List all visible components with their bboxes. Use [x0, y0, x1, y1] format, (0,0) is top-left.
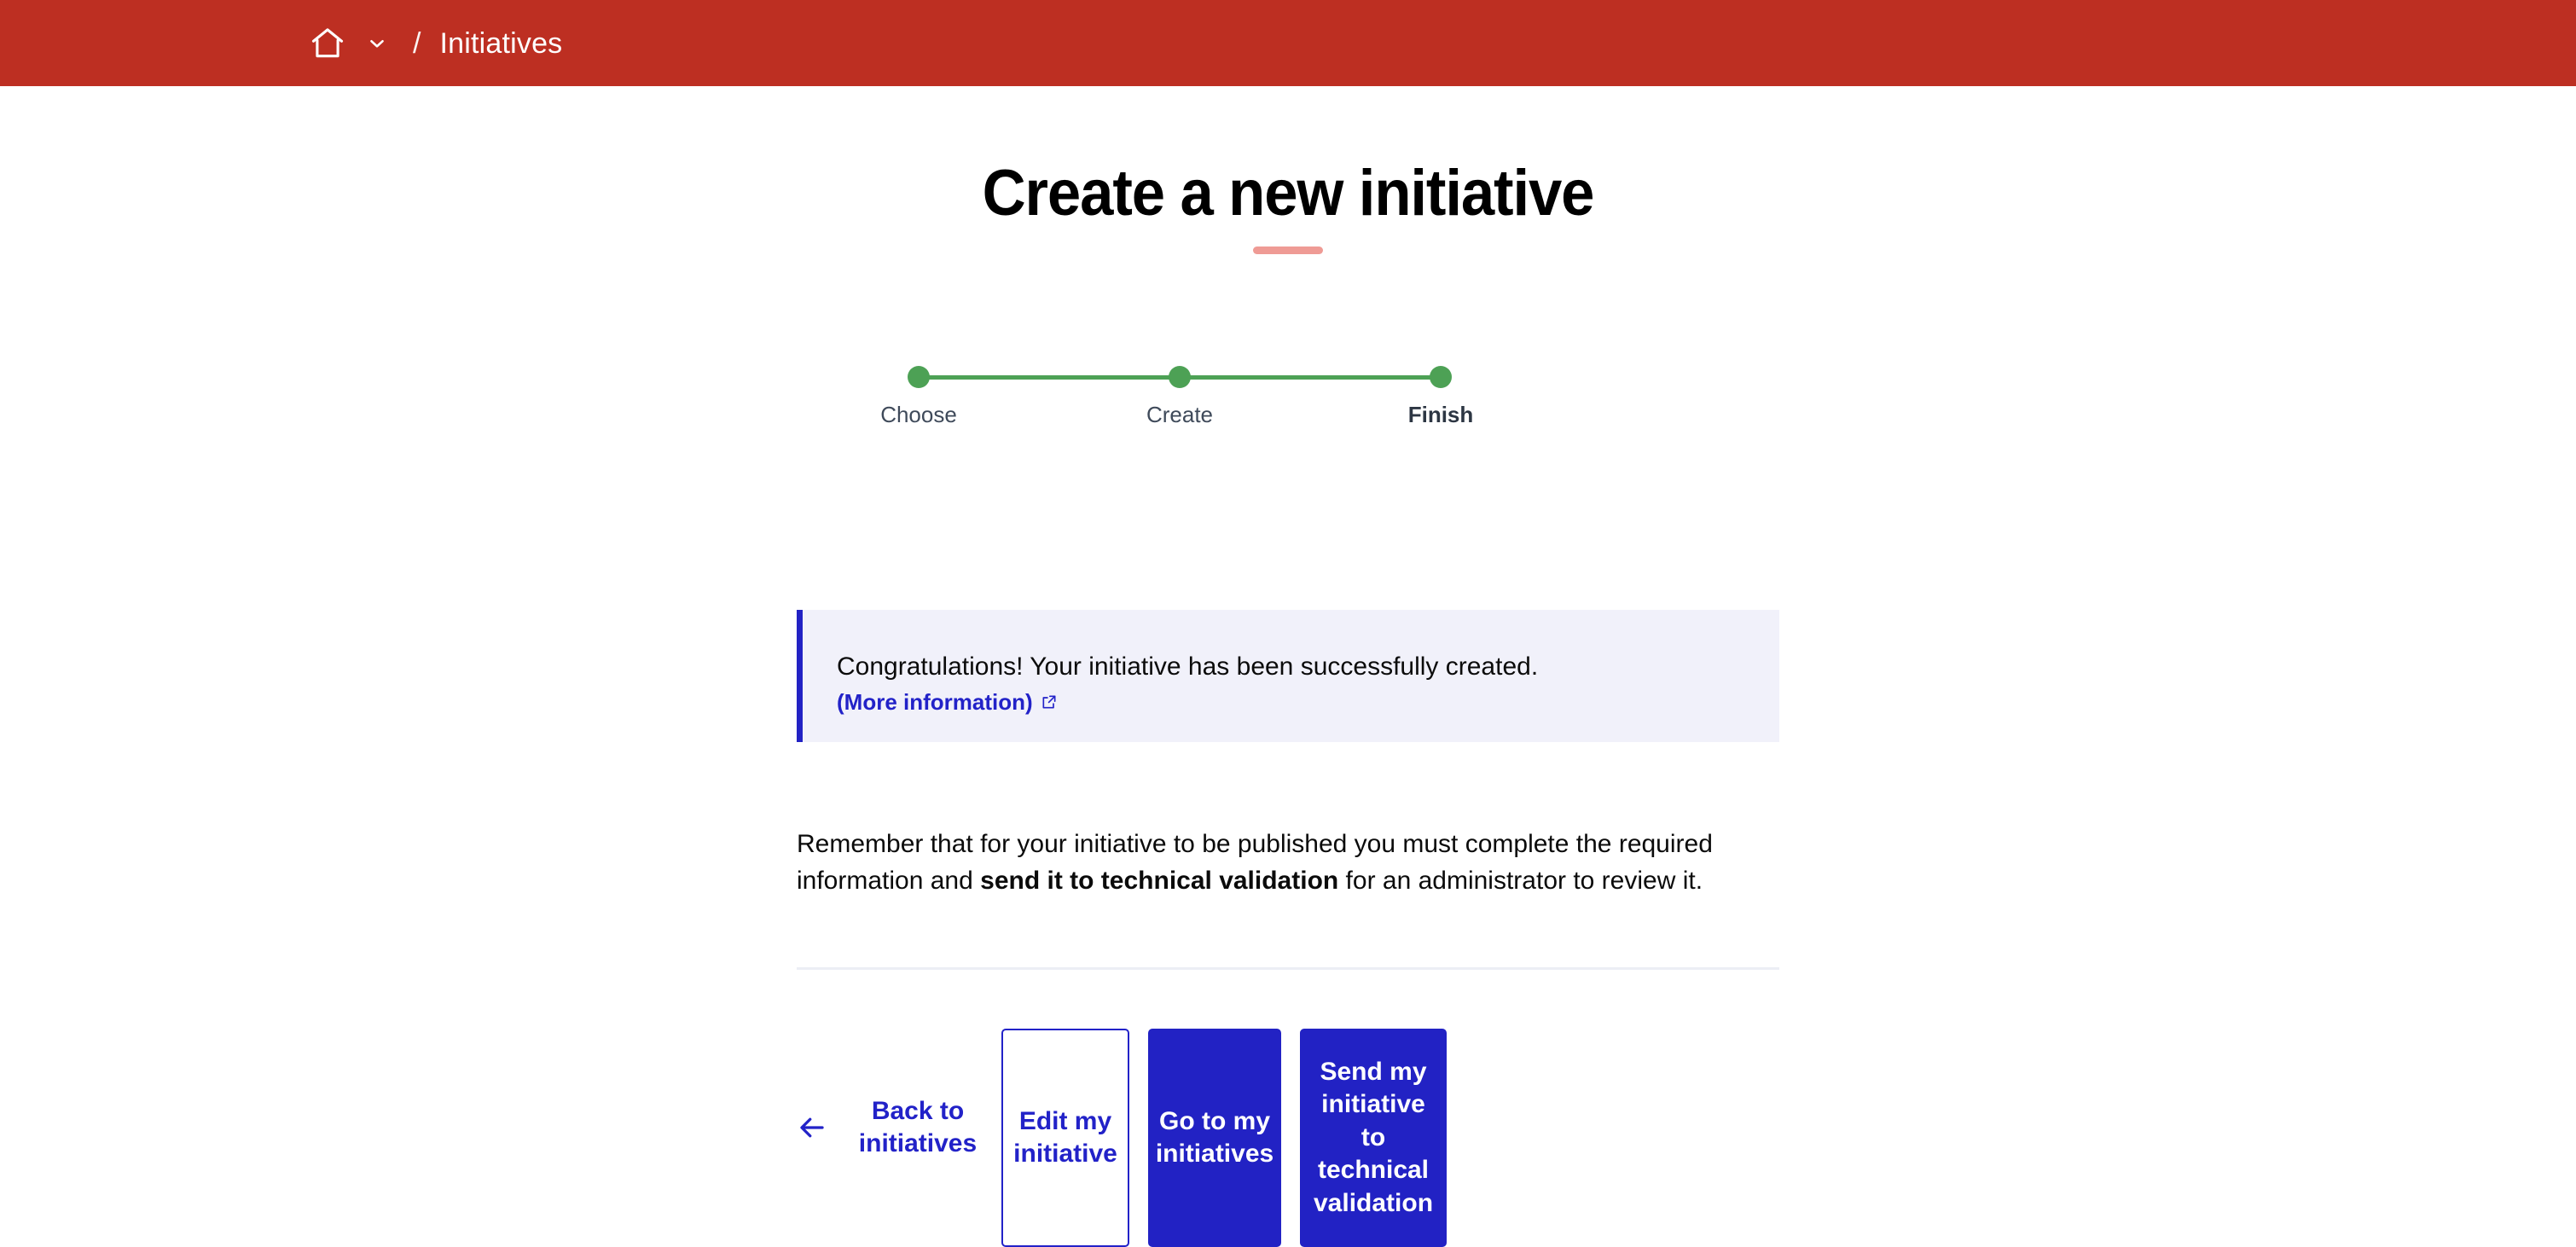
- arrow-left-icon-glyph: [800, 1117, 824, 1138]
- back-to-initiatives-label: Back to initiatives: [858, 1097, 978, 1158]
- instructions-bold-phrase: send it to technical validation: [980, 866, 1339, 895]
- page-title-block: Create a new initiative: [0, 160, 2576, 254]
- chevron-down-icon[interactable]: [360, 26, 394, 61]
- stepper-dot-icon: [908, 366, 930, 388]
- alert-message: Congratulations! Your initiative has bee…: [837, 652, 1539, 681]
- send-to-technical-validation-button[interactable]: Send my initiative to technical validati…: [1300, 1029, 1447, 1247]
- action-buttons-row: Back to initiatives Edit my initiative G…: [797, 1029, 1786, 1247]
- more-information-link[interactable]: (More information): [837, 688, 1033, 715]
- stepper-label: Finish: [1407, 402, 1474, 427]
- stepper-step-create[interactable]: Create: [1103, 361, 1256, 427]
- stepper-label: Choose: [880, 402, 957, 427]
- edit-my-initiative-button[interactable]: Edit my initiative: [1001, 1029, 1129, 1247]
- stepper-label: Create: [1146, 402, 1214, 427]
- progress-stepper: Choose Create Finish: [880, 361, 1473, 443]
- stepper-step-finish[interactable]: Finish: [1364, 361, 1517, 427]
- back-to-initiatives-link[interactable]: Back to initiatives: [797, 1095, 1006, 1161]
- stepper-step-choose[interactable]: Choose: [842, 361, 995, 427]
- home-icon[interactable]: [309, 25, 346, 62]
- section-divider: [797, 967, 1779, 970]
- top-navigation-bar: / Initiatives: [0, 0, 2576, 86]
- stepper-dot-icon: [1169, 366, 1191, 388]
- chevron-down-icon-glyph: [370, 39, 384, 48]
- breadcrumb-current: Initiatives: [439, 26, 563, 60]
- stepper-dot-icon: [1430, 366, 1452, 388]
- title-accent-underline: [1253, 246, 1323, 254]
- instructions-text-before: Remember that for your initiative to be …: [797, 830, 1713, 895]
- home-icon-glyph: [311, 27, 344, 57]
- go-to-my-initiatives-button[interactable]: Go to my initiatives: [1148, 1029, 1281, 1247]
- external-link-icon-glyph: [1042, 695, 1056, 709]
- success-alert: Congratulations! Your initiative has bee…: [797, 610, 1779, 742]
- page-content: Create a new initiative Choose Create Fi…: [0, 86, 2576, 1247]
- alert-link-row: (More information): [837, 689, 1779, 716]
- external-link-icon: [1041, 693, 1058, 710]
- arrow-left-icon: [797, 1112, 827, 1143]
- instructions-text-after: for an administrator to review it.: [1338, 866, 1703, 895]
- page-title: Create a new initiative: [982, 157, 1595, 229]
- instructions-paragraph: Remember that for your initiative to be …: [797, 826, 1786, 899]
- breadcrumb-separator: /: [413, 26, 421, 60]
